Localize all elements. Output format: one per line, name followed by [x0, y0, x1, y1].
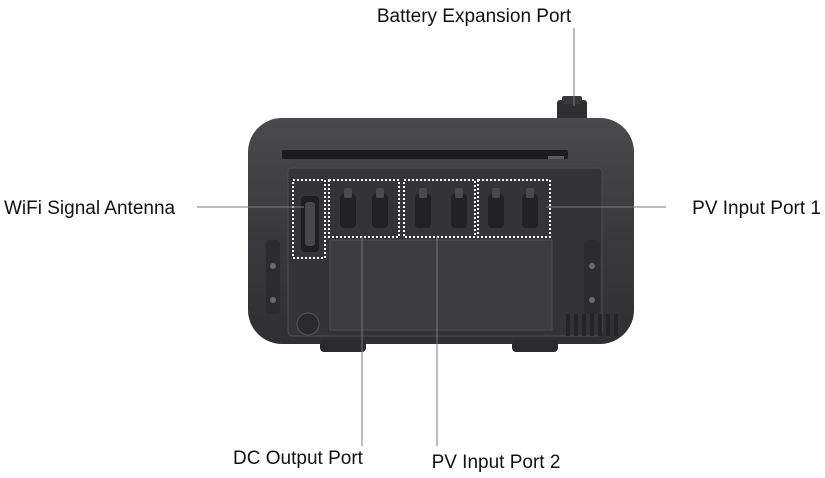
wifi-signal-antenna-label: WiFi Signal Antenna — [4, 198, 176, 219]
power-station-rear — [248, 96, 634, 352]
battery-expansion-port-label: Battery Expansion Port — [377, 6, 572, 27]
pv-input-2-connectors — [415, 188, 467, 228]
dc-output-connectors — [340, 188, 388, 228]
foot-right — [512, 340, 558, 352]
pv-input-port-2-label: PV Input Port 2 — [432, 452, 561, 473]
dc-output-port-label: DC Output Port — [233, 448, 364, 469]
pv-input-1-connectors — [488, 188, 538, 228]
wifi-antenna-highlight-box — [292, 179, 326, 259]
dc-output-highlight-box — [328, 179, 400, 238]
pv-input-1-highlight-box — [477, 179, 551, 238]
pv-input-port-1-label: PV Input Port 1 — [692, 198, 821, 219]
vent-grille — [566, 314, 618, 336]
top-vent-slot — [282, 150, 568, 159]
foot-left — [320, 340, 366, 352]
grounding-knob — [296, 312, 320, 336]
